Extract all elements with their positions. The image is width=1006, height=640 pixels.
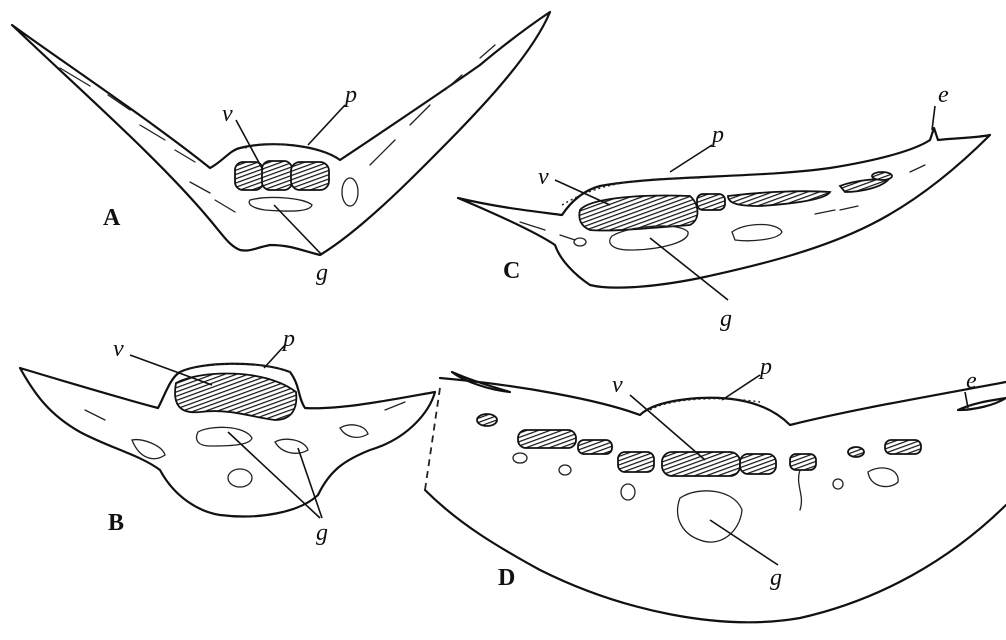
section-a: v p g A (12, 12, 550, 286)
section-d-vascular-1 (477, 414, 497, 426)
section-c-label-g: g (720, 306, 732, 332)
section-a-label-p: p (343, 82, 357, 108)
section-a-vascular-2 (262, 161, 292, 190)
section-c-vascular-2 (697, 194, 725, 210)
section-c-vascular-main (579, 196, 697, 231)
section-c-label-v: v (538, 164, 549, 190)
section-a-outline (12, 12, 550, 255)
section-d-label-g: g (770, 565, 782, 591)
section-c: v p g e C (458, 82, 990, 332)
section-d-vascular-8 (885, 440, 921, 454)
section-d-label-e: e (966, 368, 977, 394)
section-d-vascular-3 (578, 440, 612, 454)
section-d-outline (440, 378, 1006, 425)
section-c-label-p: p (710, 122, 724, 148)
section-b: v p g B (20, 326, 435, 546)
section-a-vascular-1 (235, 162, 263, 190)
section-d-vascular-6 (740, 454, 776, 474)
section-b-label-v: v (113, 336, 124, 362)
section-d-vascular-7 (790, 454, 816, 470)
section-c-panel-label: C (503, 258, 520, 284)
section-b-gland-1 (197, 427, 253, 446)
section-a-panel-label: A (103, 205, 121, 231)
section-c-vascular-3 (728, 191, 830, 206)
section-b-label-p: p (281, 326, 295, 352)
section-d-label-p: p (758, 354, 772, 380)
section-d-vascular-4 (618, 452, 654, 472)
section-a-vascular-3 (291, 162, 329, 190)
section-d-label-v: v (612, 372, 623, 398)
section-c-vascular-4 (840, 179, 888, 192)
section-b-vascular-bundle (175, 373, 296, 420)
section-a-gland (249, 198, 312, 212)
section-b-panel-label: B (108, 510, 124, 536)
section-c-label-e: e (938, 82, 949, 108)
section-a-label-g: g (316, 260, 328, 286)
section-d-vascular-2 (518, 430, 576, 448)
section-d-panel-label: D (498, 565, 515, 591)
section-b-label-g: g (316, 520, 328, 546)
section-d: v p g e D (425, 354, 1006, 622)
section-a-label-v: v (222, 101, 233, 127)
